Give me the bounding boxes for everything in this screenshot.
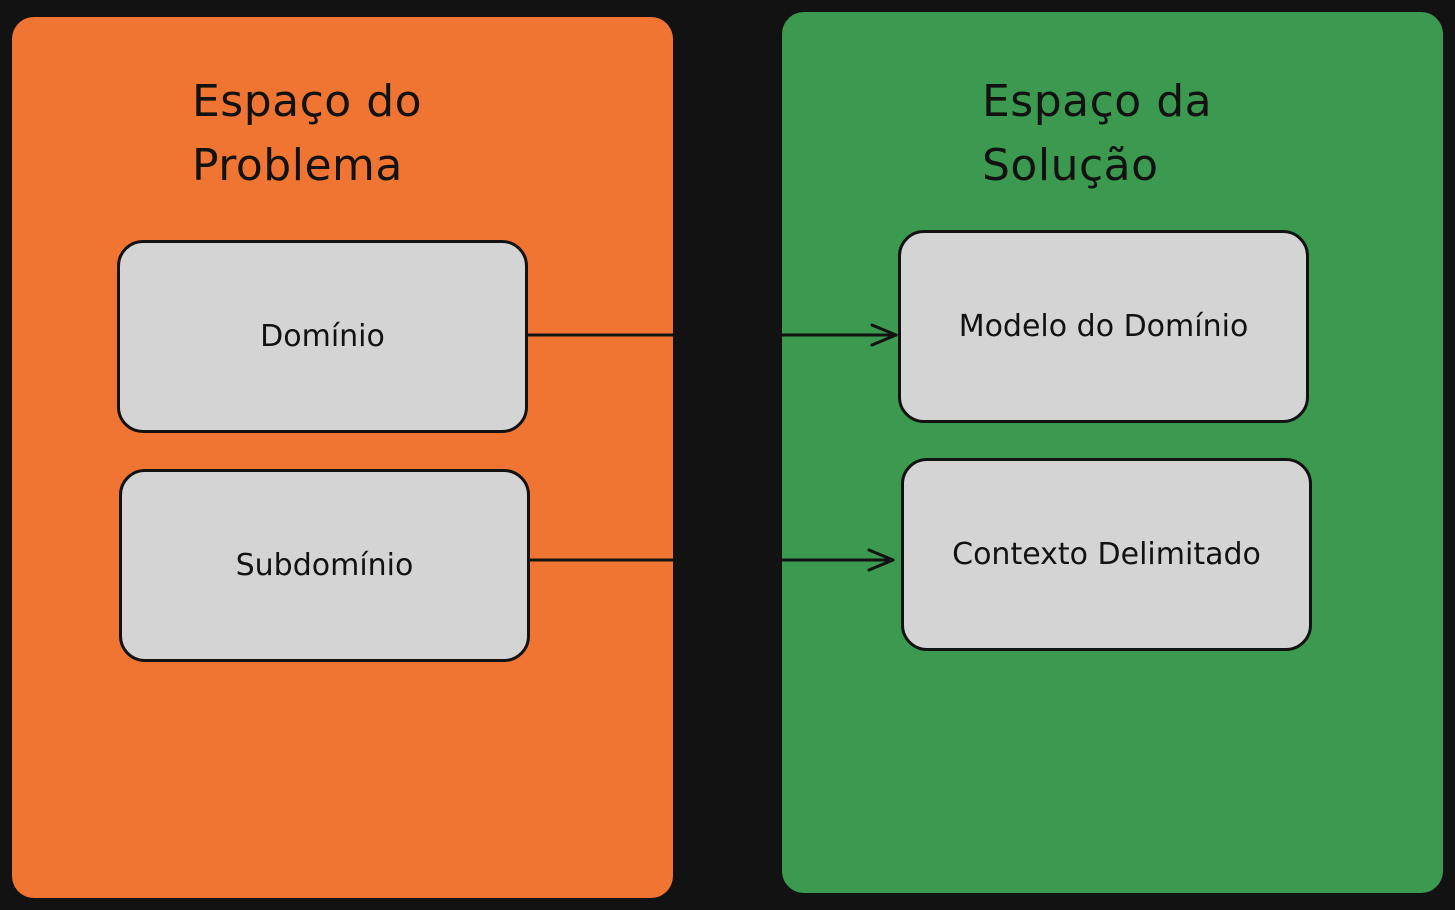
- solution-space-title: Espaço da Solução: [982, 76, 1213, 191]
- solution-space-panel: [782, 12, 1443, 893]
- problem-space-panel: [12, 17, 673, 898]
- contexto-delimitado-label: Contexto Delimitado: [952, 537, 1261, 572]
- dominio-box[interactable]: Domínio: [117, 240, 528, 433]
- subdominio-box[interactable]: Subdomínio: [119, 469, 530, 662]
- dominio-label: Domínio: [260, 319, 385, 354]
- problem-space-title: Espaço do Problema: [192, 76, 423, 191]
- modelo-dominio-box[interactable]: Modelo do Domínio: [898, 230, 1309, 423]
- subdominio-label: Subdomínio: [235, 548, 414, 583]
- contexto-delimitado-box[interactable]: Contexto Delimitado: [901, 458, 1312, 651]
- modelo-dominio-label: Modelo do Domínio: [958, 309, 1249, 344]
